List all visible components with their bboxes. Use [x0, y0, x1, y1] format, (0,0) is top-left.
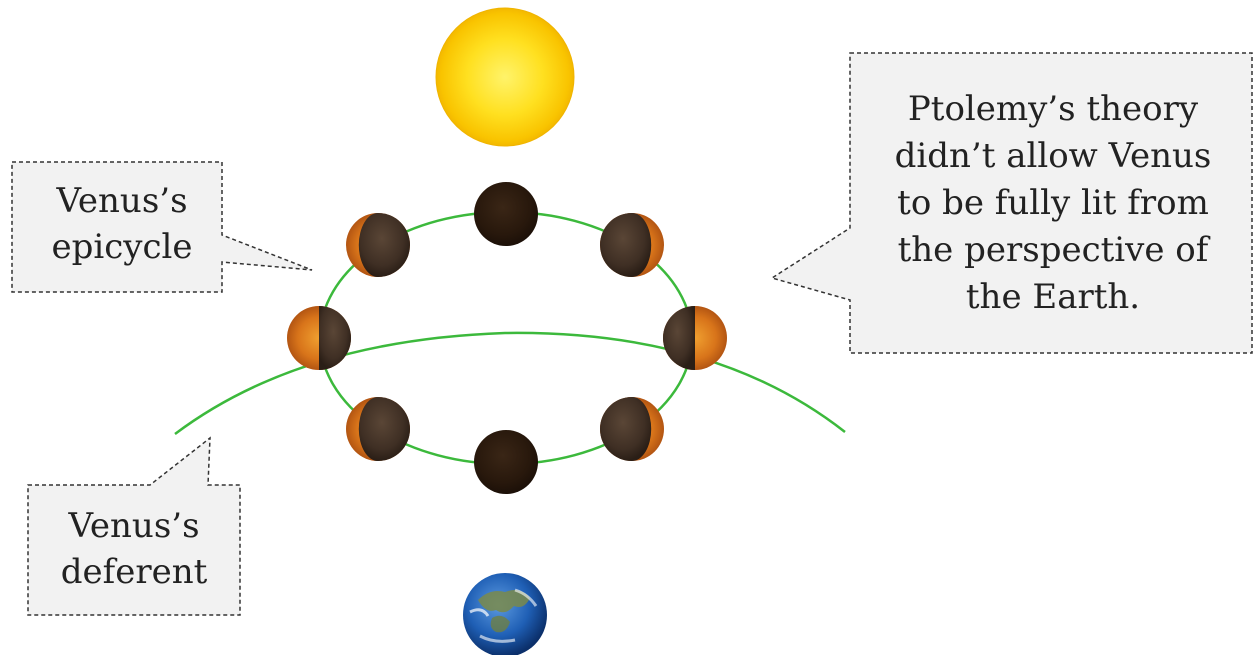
earth-icon	[463, 573, 547, 655]
sun-icon	[436, 8, 574, 146]
ptolemy-theory-note: Ptolemy’s theory didn’t allow Venus to b…	[862, 86, 1244, 321]
venus-phase-icon	[346, 213, 410, 277]
venus-phase-icon	[663, 306, 727, 370]
venus-phase-icon	[287, 306, 351, 370]
venus-phase-icon	[346, 397, 410, 461]
epicycle-label: Venus’s epicycle	[18, 178, 226, 270]
deferent-orbit	[175, 333, 845, 434]
venus-phases	[287, 182, 727, 494]
deferent-label: Venus’s deferent	[30, 503, 238, 595]
venus-phase-icon	[474, 430, 538, 494]
venus-phase-icon	[600, 213, 664, 277]
venus-phase-icon	[474, 182, 538, 246]
venus-phase-icon	[600, 397, 664, 461]
